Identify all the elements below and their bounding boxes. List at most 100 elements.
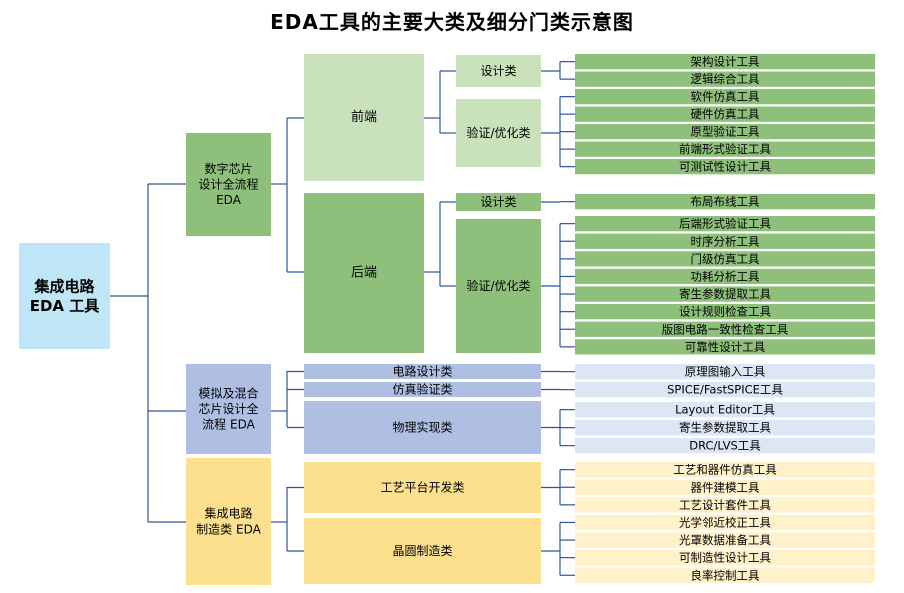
tool-box: 软件仿真工具 bbox=[575, 89, 875, 105]
tool-box-label: 功耗分析工具 bbox=[691, 269, 760, 283]
category-analog-label: 模拟及混合 bbox=[198, 385, 258, 400]
tool-box-label: DRC/LVS工具 bbox=[689, 439, 761, 453]
tool-box: 光学邻近校正工具 bbox=[575, 514, 875, 531]
stage-backend: 后端 bbox=[304, 193, 424, 353]
subgroup-2-shape bbox=[456, 193, 541, 211]
category-digital-label: 设计全流程 bbox=[198, 177, 258, 192]
tool-box-shape bbox=[575, 71, 875, 87]
stage-frontend-label: 前端 bbox=[351, 109, 377, 125]
tool-box: 原型验证工具 bbox=[575, 124, 875, 140]
tool-box: 原理图输入工具 bbox=[575, 364, 875, 380]
tool-box-shape bbox=[575, 233, 875, 249]
tool-box: 可靠性设计工具 bbox=[575, 339, 875, 355]
tool-box-label: 版图电路一致性检查工具 bbox=[662, 322, 789, 336]
tool-box-shape bbox=[575, 514, 875, 531]
subgroup-3-shape bbox=[456, 219, 541, 353]
tool-box-label: 设计规则检查工具 bbox=[679, 305, 771, 319]
tool-box-label: 软件仿真工具 bbox=[691, 90, 760, 104]
tool-box-shape bbox=[575, 321, 875, 337]
subgroup-3-label: 验证/优化类 bbox=[466, 278, 530, 293]
tool-box-shape bbox=[575, 141, 875, 157]
tool-box: 寄生参数提取工具 bbox=[575, 420, 875, 436]
tool-box-shape bbox=[575, 286, 875, 302]
tool-box: 器件建模工具 bbox=[575, 479, 875, 495]
tool-box-shape bbox=[575, 339, 875, 355]
stage-frontend-shape bbox=[304, 54, 424, 181]
manufacturing-group-1-label: 晶圆制造类 bbox=[392, 544, 452, 558]
tool-box: 工艺和器件仿真工具 bbox=[575, 462, 875, 478]
category-manufacturing-shape bbox=[186, 458, 271, 585]
analog-group-0-shape bbox=[304, 364, 541, 379]
subgroup-0-label: 设计类 bbox=[480, 64, 516, 78]
subgroup-0: 设计类 bbox=[456, 55, 541, 87]
analog-group-2: 物理实现类 bbox=[304, 401, 541, 454]
tool-box-label: 可靠性设计工具 bbox=[685, 340, 766, 354]
tool-box: 光罩数据准备工具 bbox=[575, 532, 875, 548]
subgroup-1-shape bbox=[456, 99, 541, 167]
manufacturing-group-1: 晶圆制造类 bbox=[304, 518, 541, 584]
category-manufacturing-label: 集成电路 bbox=[204, 506, 252, 521]
tool-box: 后端形式验证工具 bbox=[575, 216, 875, 232]
category-analog-label: 芯片设计全 bbox=[198, 401, 258, 416]
tool-box-label: 原理图输入工具 bbox=[685, 365, 766, 379]
root-node-label: EDA 工具 bbox=[30, 297, 100, 315]
tool-box-label: 光罩数据准备工具 bbox=[679, 533, 771, 547]
tool-box-label: 布局布线工具 bbox=[691, 195, 760, 209]
tool-box: 良率控制工具 bbox=[575, 567, 875, 583]
subgroup-1: 验证/优化类 bbox=[456, 99, 541, 167]
tool-box-label: SPICE/FastSPICE工具 bbox=[667, 383, 783, 397]
tool-box-shape bbox=[575, 550, 875, 566]
tool-box: 布局布线工具 bbox=[575, 194, 875, 210]
tool-box: 版图电路一致性检查工具 bbox=[575, 321, 875, 337]
analog-group-2-label: 物理实现类 bbox=[392, 420, 452, 435]
subgroup-3: 验证/优化类 bbox=[456, 219, 541, 353]
root-node: 集成电路 EDA 工具 bbox=[19, 243, 110, 349]
tool-box-shape bbox=[575, 159, 875, 175]
tool-box-shape bbox=[575, 462, 875, 478]
tool-box-label: 可测试性设计工具 bbox=[679, 160, 771, 174]
tool-box-shape bbox=[575, 364, 875, 380]
root-node-shape bbox=[19, 243, 110, 349]
tool-box-shape bbox=[575, 420, 875, 436]
tool-box: 架构设计工具 bbox=[575, 54, 875, 70]
tool-box-label: 时序分析工具 bbox=[691, 234, 760, 248]
subgroup-1-label: 验证/优化类 bbox=[466, 125, 530, 140]
analog-group-2-shape bbox=[304, 401, 541, 454]
analog-group-0: 电路设计类 bbox=[304, 364, 541, 379]
tool-box-label: 前端形式验证工具 bbox=[679, 142, 771, 156]
analog-group-0-label: 电路设计类 bbox=[392, 364, 452, 379]
tool-box-shape bbox=[575, 194, 875, 210]
tool-box-shape bbox=[575, 382, 875, 398]
tool-box-shape bbox=[575, 251, 875, 267]
tool-box-shape bbox=[575, 304, 875, 320]
tool-box-label: 原型验证工具 bbox=[691, 125, 760, 139]
root-node-label: 集成电路 bbox=[33, 277, 95, 295]
stage-backend-label: 后端 bbox=[351, 266, 377, 281]
manufacturing-group-0-label: 工艺平台开发类 bbox=[380, 480, 464, 495]
tool-box-label: 工艺设计套件工具 bbox=[679, 498, 771, 512]
tool-box: Layout Editor工具 bbox=[575, 402, 875, 418]
tool-box: SPICE/FastSPICE工具 bbox=[575, 382, 875, 398]
category-digital-shape bbox=[186, 133, 271, 236]
stage-backend-shape bbox=[304, 193, 424, 353]
tool-box-label: 寄生参数提取工具 bbox=[679, 287, 771, 301]
tool-box-label: 良率控制工具 bbox=[691, 568, 760, 582]
tool-box: 可制造性设计工具 bbox=[575, 550, 875, 566]
tool-box-label: 光学邻近校正工具 bbox=[679, 515, 771, 529]
tool-box-label: Layout Editor工具 bbox=[675, 403, 775, 417]
subgroup-2-label: 设计类 bbox=[480, 195, 516, 209]
tool-box: 逻辑综合工具 bbox=[575, 71, 875, 87]
tool-box: 寄生参数提取工具 bbox=[575, 286, 875, 302]
subgroup-2: 设计类 bbox=[456, 193, 541, 211]
analog-group-1-shape bbox=[304, 382, 541, 397]
tool-box-label: 硬件仿真工具 bbox=[691, 107, 760, 121]
analog-group-1: 仿真验证类 bbox=[304, 382, 541, 397]
tool-box: DRC/LVS工具 bbox=[575, 438, 875, 454]
tool-box: 可测试性设计工具 bbox=[575, 159, 875, 175]
tool-box-shape bbox=[575, 479, 875, 495]
subgroup-0-shape bbox=[456, 55, 541, 87]
tool-box-shape bbox=[575, 54, 875, 70]
tool-box-shape bbox=[575, 89, 875, 105]
